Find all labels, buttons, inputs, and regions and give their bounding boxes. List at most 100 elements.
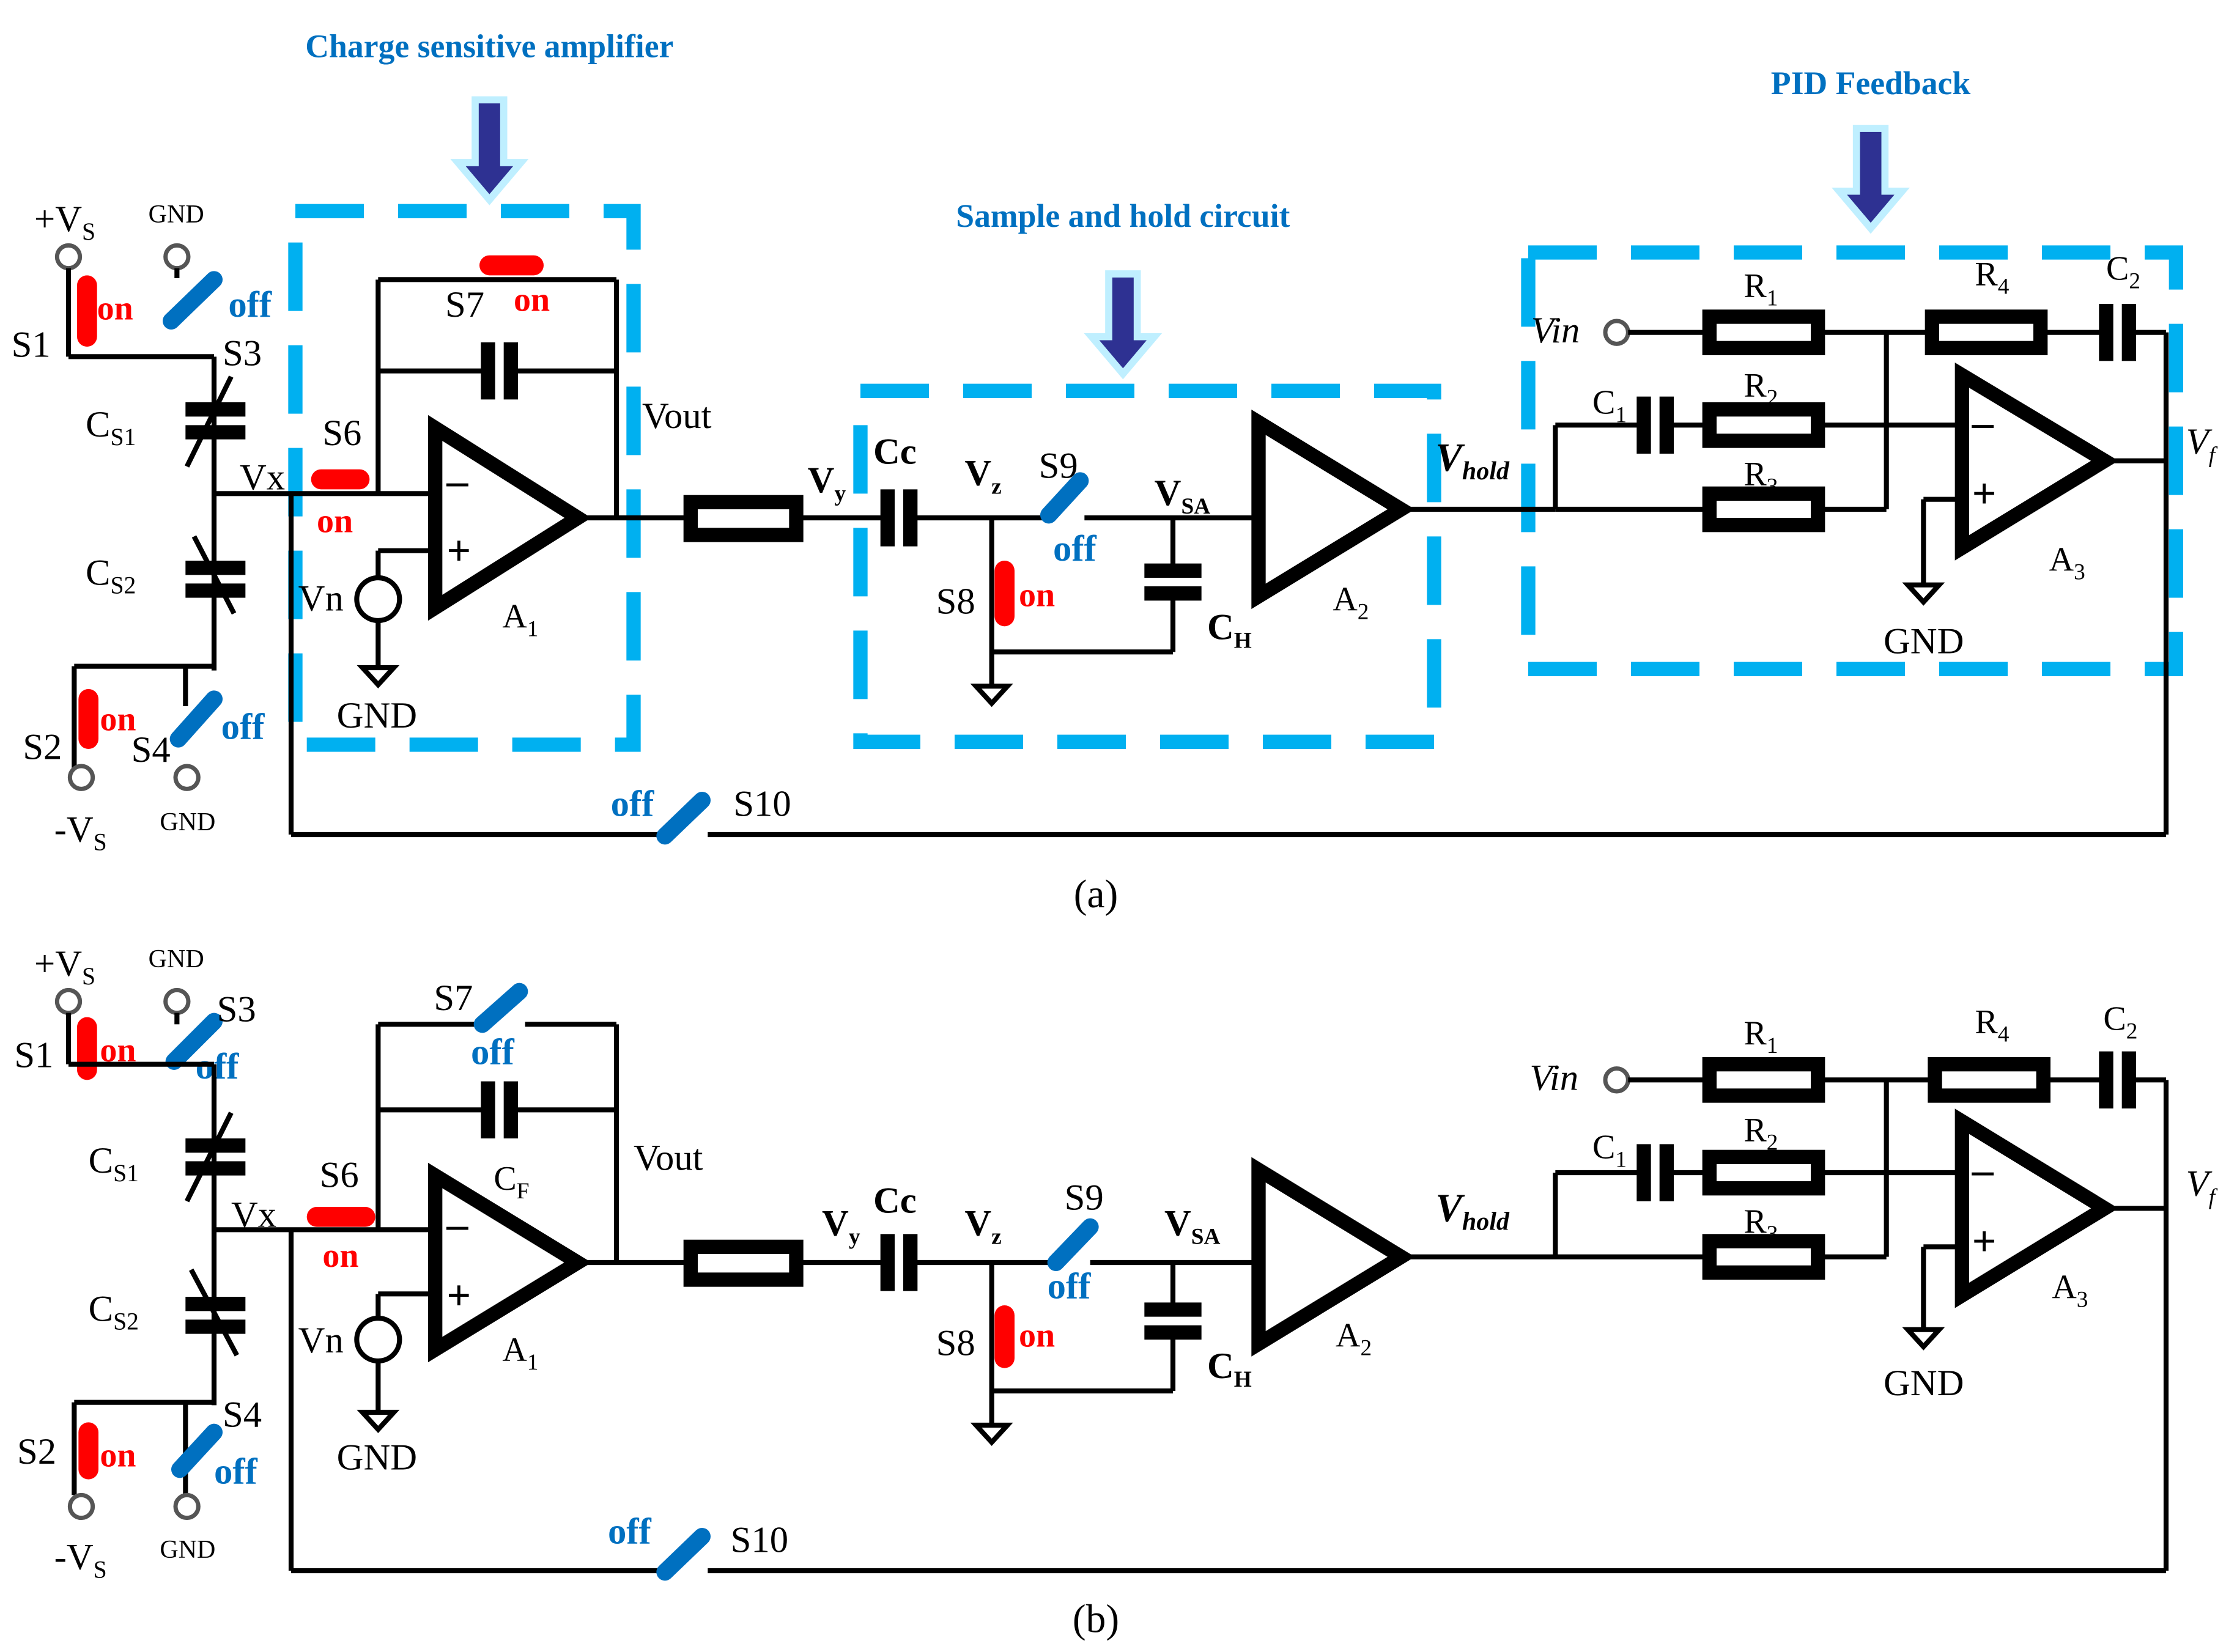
s3-switch[interactable] <box>163 271 223 330</box>
svg-text:off: off <box>471 1032 515 1073</box>
svg-text:S10: S10 <box>731 1520 788 1561</box>
s9-switch-b[interactable] <box>1047 1218 1099 1271</box>
sample-hold-box <box>853 383 1441 749</box>
svg-text:S6: S6 <box>322 413 361 454</box>
amplifier-a2 <box>1251 409 1415 610</box>
svg-text:+: + <box>1972 471 1997 518</box>
svg-text:–: – <box>1972 1147 1994 1194</box>
s9-switch[interactable] <box>1040 472 1089 524</box>
csa-arrow-icon <box>458 100 521 199</box>
panel-b: +VS GND on S1 off S3 CS1 CS2 <box>14 943 2217 1641</box>
svg-text:A3: A3 <box>2052 1268 2088 1312</box>
svg-text:S8: S8 <box>936 581 975 622</box>
svg-text:on: on <box>1019 1317 1055 1355</box>
svg-text:on: on <box>97 290 133 328</box>
svg-text:Vn: Vn <box>298 1320 344 1361</box>
svg-text:S1: S1 <box>14 1034 53 1075</box>
svg-text:on: on <box>100 701 136 739</box>
svg-text:A2: A2 <box>1336 1317 1372 1361</box>
svg-text:GND: GND <box>1884 621 1964 662</box>
pid-arrow-icon <box>1840 128 1902 228</box>
svg-text:A3: A3 <box>2049 540 2085 584</box>
svg-text:on: on <box>317 502 353 540</box>
svg-text:Vin: Vin <box>1529 1058 1578 1099</box>
svg-text:off: off <box>214 1451 258 1492</box>
svg-text:Vz: Vz <box>964 452 1001 499</box>
amplifier-a1-b <box>428 1162 592 1363</box>
svg-text:S8: S8 <box>936 1323 975 1364</box>
gnd-terminal <box>163 243 191 271</box>
svg-text:A1: A1 <box>502 598 538 642</box>
vn-source <box>354 575 402 624</box>
svg-text:VSA: VSA <box>1155 473 1211 519</box>
caption-a: (a) <box>1074 872 1119 916</box>
svg-text:Vy: Vy <box>822 1203 860 1250</box>
svg-text:A1: A1 <box>502 1331 538 1375</box>
s4-switch-b[interactable] <box>171 1423 223 1478</box>
s10-switch[interactable] <box>656 792 711 845</box>
panel-a: Charge sensitive amplifier Sample and ho… <box>12 28 2218 916</box>
svg-text:GND: GND <box>149 201 204 229</box>
svg-text:on: on <box>322 1237 358 1275</box>
s10-switch-b[interactable] <box>656 1528 711 1581</box>
svg-text:CS1: CS1 <box>86 404 136 451</box>
svg-text:Cc: Cc <box>873 431 917 472</box>
vs-pos-terminal <box>54 243 83 271</box>
svg-text:S10: S10 <box>733 784 791 825</box>
caption-b: (b) <box>1073 1597 1119 1641</box>
svg-text:S1: S1 <box>12 324 51 365</box>
svg-text:-VS: -VS <box>54 809 107 856</box>
svg-text:CS2: CS2 <box>86 553 136 599</box>
svg-text:–: – <box>446 458 468 505</box>
svg-text:Vx: Vx <box>231 1195 276 1236</box>
s4-switch[interactable] <box>169 690 223 748</box>
svg-text:CS2: CS2 <box>89 1289 139 1335</box>
svg-text:S7: S7 <box>445 284 484 325</box>
svg-text:R3: R3 <box>1743 1203 1778 1247</box>
svg-text:CH: CH <box>1207 1346 1252 1392</box>
svg-text:VSA: VSA <box>1164 1203 1221 1250</box>
svg-text:on: on <box>514 281 550 319</box>
svg-text:Vf: Vf <box>2186 421 2218 468</box>
svg-text:+: + <box>446 528 471 575</box>
svg-text:Cc: Cc <box>873 1180 917 1221</box>
svg-text:S2: S2 <box>23 726 62 767</box>
csa-title: Charge sensitive amplifier <box>305 28 673 64</box>
svg-text:C2: C2 <box>2106 249 2140 293</box>
svg-text:C1: C1 <box>1592 384 1627 428</box>
amplifier-a3 <box>1954 363 2119 561</box>
svg-text:S6: S6 <box>320 1154 359 1195</box>
svg-text:+: + <box>1972 1218 1997 1265</box>
svg-text:Vf: Vf <box>2186 1163 2218 1209</box>
svg-text:Vz: Vz <box>964 1203 1001 1250</box>
svg-text:-VS: -VS <box>54 1537 107 1584</box>
sample-hold-arrow-icon <box>1092 274 1155 374</box>
svg-text:off: off <box>611 784 655 825</box>
svg-text:Vn: Vn <box>298 578 344 619</box>
svg-text:on: on <box>100 1437 136 1475</box>
svg-text:R2: R2 <box>1743 367 1778 411</box>
svg-text:Vout: Vout <box>642 396 712 437</box>
svg-text:R2: R2 <box>1743 1112 1778 1156</box>
svg-text:+VS: +VS <box>34 199 95 245</box>
svg-text:S3: S3 <box>217 989 256 1030</box>
svg-text:S7: S7 <box>434 978 473 1019</box>
svg-text:GND: GND <box>149 945 204 973</box>
svg-text:off: off <box>221 707 265 748</box>
svg-text:on: on <box>1019 577 1055 614</box>
s7-switch-b[interactable] <box>473 983 528 1033</box>
svg-text:GND: GND <box>160 808 215 836</box>
svg-text:S3: S3 <box>223 333 262 374</box>
svg-text:GND: GND <box>1884 1363 1964 1404</box>
svg-text:R3: R3 <box>1743 455 1778 499</box>
svg-text:R4: R4 <box>1975 1003 2009 1047</box>
svg-text:Vout: Vout <box>634 1137 703 1178</box>
svg-text:+: + <box>446 1272 471 1319</box>
amplifier-a3-b <box>1954 1108 2119 1308</box>
svg-text:GND: GND <box>337 695 417 736</box>
s3-switch-b[interactable] <box>165 1012 223 1070</box>
svg-text:R4: R4 <box>1975 256 2009 300</box>
resistor-r2 <box>1702 402 1825 448</box>
supply-b: +VS GND on S1 off S3 CS1 CS2 <box>14 943 262 1584</box>
